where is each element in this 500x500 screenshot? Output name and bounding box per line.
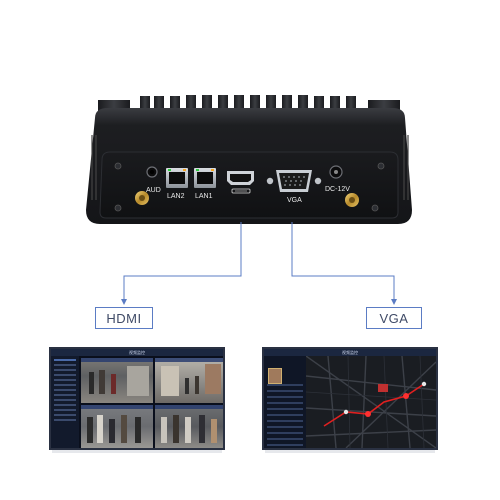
dc-power-jack — [329, 165, 343, 179]
lan2-port — [166, 168, 188, 188]
lan1-label: LAN1 — [195, 193, 213, 200]
screw-icon — [114, 162, 122, 170]
right-vent — [403, 135, 409, 200]
vga-monitor: 视频监控 — [262, 347, 438, 450]
screw-icon — [377, 162, 385, 170]
vga-port — [266, 170, 322, 192]
person-info-sidebar — [264, 356, 306, 448]
audio-jack — [146, 166, 158, 178]
vga-port-label: VGA — [287, 197, 302, 204]
hdmi-callout: HDMI — [95, 307, 153, 329]
vga-callout: VGA — [366, 307, 422, 329]
hdmi-logo-icon — [231, 188, 251, 194]
hdmi-port — [227, 171, 254, 185]
lan1-port — [194, 168, 216, 188]
callout-lines — [123, 222, 395, 303]
screw-icon — [371, 204, 379, 212]
camera-view — [155, 405, 223, 448]
camera-view — [81, 358, 153, 403]
arrow-down-icon — [121, 299, 127, 305]
arrow-down-icon — [391, 299, 397, 305]
lan2-label: LAN2 — [167, 193, 185, 200]
monitor-title-bar: 视频监控 — [264, 349, 436, 356]
monitor-shadow — [265, 450, 435, 453]
antenna-connector-left — [135, 191, 149, 205]
antenna-connector-right — [345, 193, 359, 207]
camera-tree-sidebar — [51, 356, 79, 448]
tracking-map — [306, 356, 436, 448]
screw-icon — [114, 204, 122, 212]
hdmi-monitor: 视频监控 — [49, 347, 225, 450]
left-vent — [91, 135, 97, 200]
monitor-title-bar: 视频监控 — [51, 349, 223, 356]
camera-view — [81, 405, 153, 448]
dc-label: DC-12V — [325, 186, 350, 193]
monitor-shadow — [52, 450, 222, 453]
aud-label: AUD — [146, 187, 161, 194]
camera-view — [155, 358, 223, 403]
avatar — [268, 368, 282, 384]
